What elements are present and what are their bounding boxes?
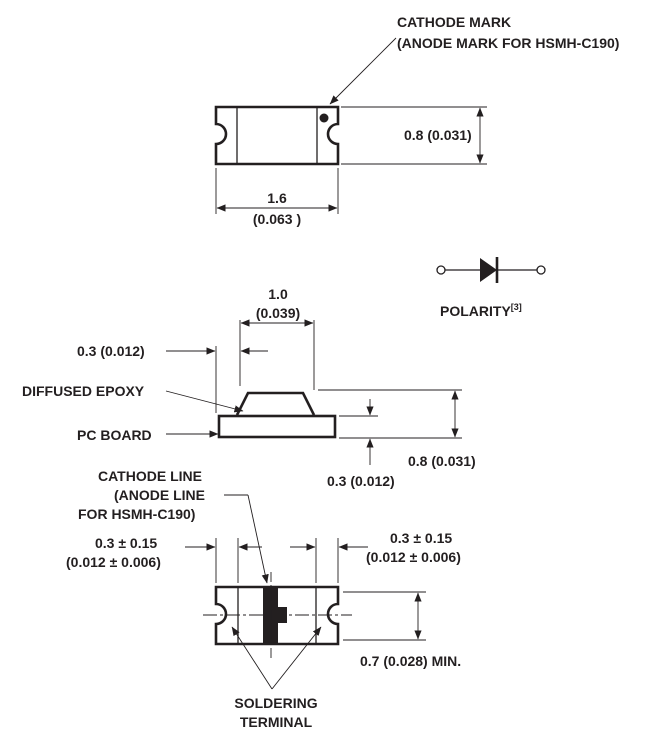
epoxy-lens-shape — [235, 391, 316, 416]
anode-line-label-1: (ANODE LINE — [114, 487, 205, 503]
diffused-epoxy-leader — [165, 390, 244, 413]
terminal-left-mm-label: 0.3 ± 0.15 — [95, 535, 157, 551]
cathode-terminal-circle — [536, 265, 546, 275]
anode-terminal-circle — [436, 265, 446, 275]
width-min-label: 0.7 (0.028) MIN. — [360, 653, 461, 669]
diffused-epoxy-label: DIFFUSED EPOXY — [22, 383, 145, 399]
pc-board-label: PC BOARD — [77, 427, 152, 443]
diode-triangle — [480, 258, 497, 282]
cathode-mark-label: CATHODE MARK — [397, 14, 511, 30]
polarity-label: POLARITY[3] — [440, 302, 522, 319]
side-view — [217, 391, 337, 439]
top-view — [214, 105, 340, 166]
soldering-leader-right — [271, 626, 322, 690]
diode-symbol — [436, 257, 546, 283]
terminal-left-in-label: (0.012 ± 0.006) — [66, 554, 161, 570]
length-mm-label: 1.6 — [267, 190, 287, 206]
pc-board-shape — [217, 414, 337, 439]
lens-offset-label: 0.3 (0.012) — [77, 343, 145, 359]
cathode-mark-dot — [319, 113, 329, 123]
lens-in-label: (0.039) — [256, 305, 300, 321]
lens-mm-label: 1.0 — [268, 286, 288, 302]
bottom-view-outline — [214, 585, 340, 646]
top-view-outline — [214, 105, 340, 166]
total-height-label: 0.8 (0.031) — [408, 453, 476, 469]
soldering-leader-left — [231, 626, 273, 690]
soldering-label: SOLDERING — [234, 695, 317, 711]
terminal-right-in-label: (0.012 ± 0.006) — [366, 549, 461, 565]
cathode-mark-leader — [329, 37, 397, 105]
anode-mark-label: (ANODE MARK FOR HSMH-C190) — [397, 35, 619, 51]
cathode-line-bar — [263, 587, 278, 644]
terminal-label: TERMINAL — [240, 714, 313, 730]
anode-line-label-2: FOR HSMH-C190) — [78, 506, 195, 522]
cathode-line-leader — [247, 494, 269, 584]
board-thickness-label: 0.3 (0.012) — [327, 473, 395, 489]
cathode-line-label: CATHODE LINE — [98, 468, 202, 484]
height-top-label: 0.8 (0.031) — [404, 127, 472, 143]
bottom-view — [203, 572, 352, 658]
terminal-right-mm-label: 0.3 ± 0.15 — [390, 530, 452, 546]
length-in-label: (0.063 ) — [253, 211, 301, 227]
